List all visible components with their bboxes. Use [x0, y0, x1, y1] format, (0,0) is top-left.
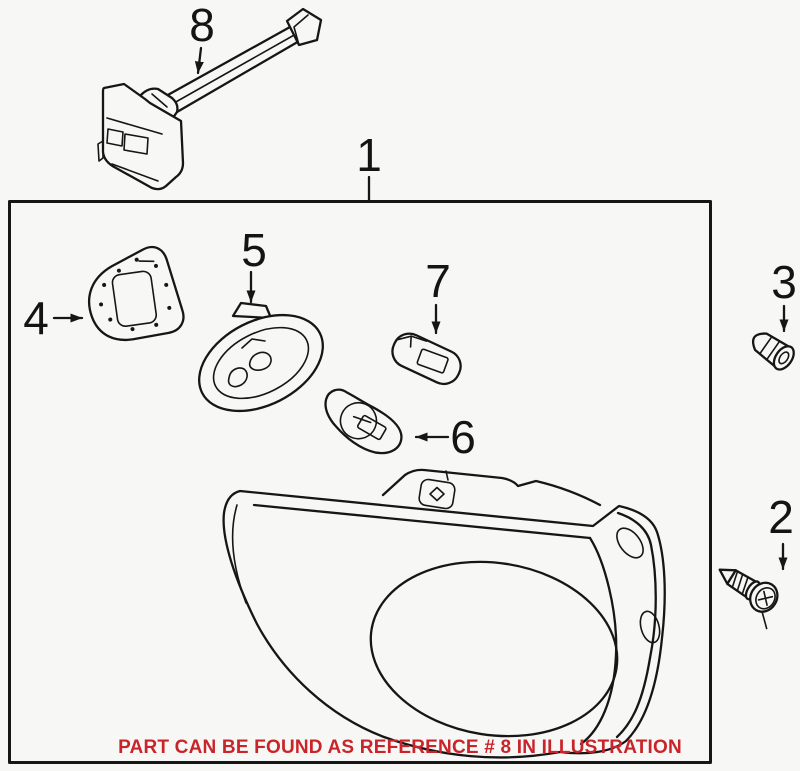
callout-6[interactable]: 6: [450, 411, 476, 463]
part-5-bulb-holder-drawing: [198, 301, 324, 413]
part-2-screw-drawing: [718, 568, 779, 630]
callout-3[interactable]: 3: [771, 256, 797, 308]
callout-7[interactable]: 7: [425, 255, 451, 307]
part-8-bulb-socket-drawing: [97, 7, 323, 191]
part-1-tail-light-drawing: [222, 468, 666, 759]
part-3-nut-drawing: [751, 332, 795, 371]
assembly-boundary-box: [8, 200, 712, 764]
part-7-bulb-drawing: [391, 332, 462, 386]
reference-note: PART CAN BE FOUND AS REFERENCE # 8 IN IL…: [118, 737, 682, 758]
callout-2[interactable]: 2: [768, 491, 794, 543]
callout-5[interactable]: 5: [241, 224, 267, 276]
callout-1[interactable]: 1: [356, 129, 382, 181]
part-6-bulb-drawing: [324, 388, 403, 455]
callout-arrows: [52, 46, 789, 571]
callout-4[interactable]: 4: [23, 292, 49, 344]
part-4-gasket-drawing: [88, 245, 185, 342]
callout-8[interactable]: 8: [189, 0, 215, 51]
